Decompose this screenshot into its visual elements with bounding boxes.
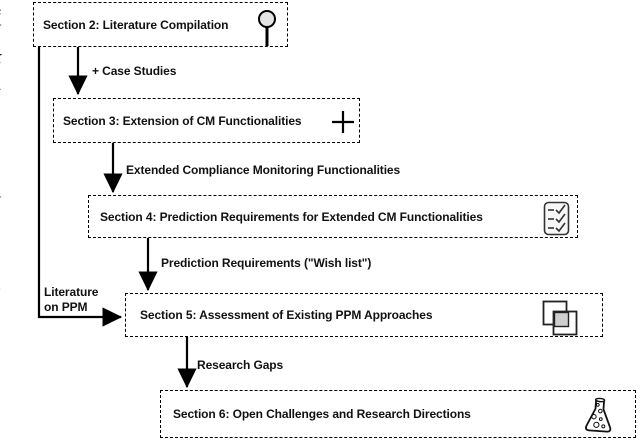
clipped-margin-text: ε	[0, 8, 1, 18]
box-section-5: Section 5: Assessment of Existing PPM Ap…	[125, 293, 603, 337]
box-section-4-label: Section 4: Prediction Requirements for E…	[100, 209, 483, 224]
box-section-2: Section 2: Literature Compilation	[33, 2, 288, 47]
checklist-icon	[543, 201, 570, 236]
arrow-literature-on-ppm	[37, 47, 123, 327]
box-section-2-label: Section 2: Literature Compilation	[43, 17, 229, 32]
clipped-margin-text: ζ	[0, 55, 1, 65]
plus-icon	[332, 111, 354, 133]
edge-label-case-studies: + Case Studies	[92, 64, 177, 78]
edge-label-literature-line1: Literature	[44, 285, 99, 299]
box-section-3-label: Section 3: Extension of CM Functionaliti…	[63, 113, 302, 128]
edge-label-extended-cm-functionalities: Extended Compliance Monitoring Functiona…	[126, 163, 401, 177]
flask-icon	[585, 397, 612, 433]
box-section-6-label: Section 6: Open Challenges and Research …	[173, 407, 471, 421]
clipped-margin-text: ►	[0, 84, 1, 94]
box-section-4: Section 4: Prediction Requirements for E…	[88, 195, 578, 238]
box-section-3: Section 3: Extension of CM Functionaliti…	[53, 98, 360, 143]
magnifier-icon	[258, 10, 276, 46]
edge-label-literature-line2: on PPM	[44, 300, 88, 314]
edge-label-research-gaps: Research Gaps	[197, 358, 284, 372]
edge-label-literature-on-ppm: Literature on PPM	[44, 285, 98, 315]
clipped-margin-text: ˜	[0, 25, 1, 35]
edge-label-prediction-requirements: Prediction Requirements ("Wish list")	[161, 256, 372, 270]
box-section-6: Section 6: Open Challenges and Research …	[160, 390, 636, 438]
overlapping-squares-icon	[542, 300, 578, 336]
box-section-5-label: Section 5: Assessment of Existing PPM Ap…	[140, 308, 433, 322]
